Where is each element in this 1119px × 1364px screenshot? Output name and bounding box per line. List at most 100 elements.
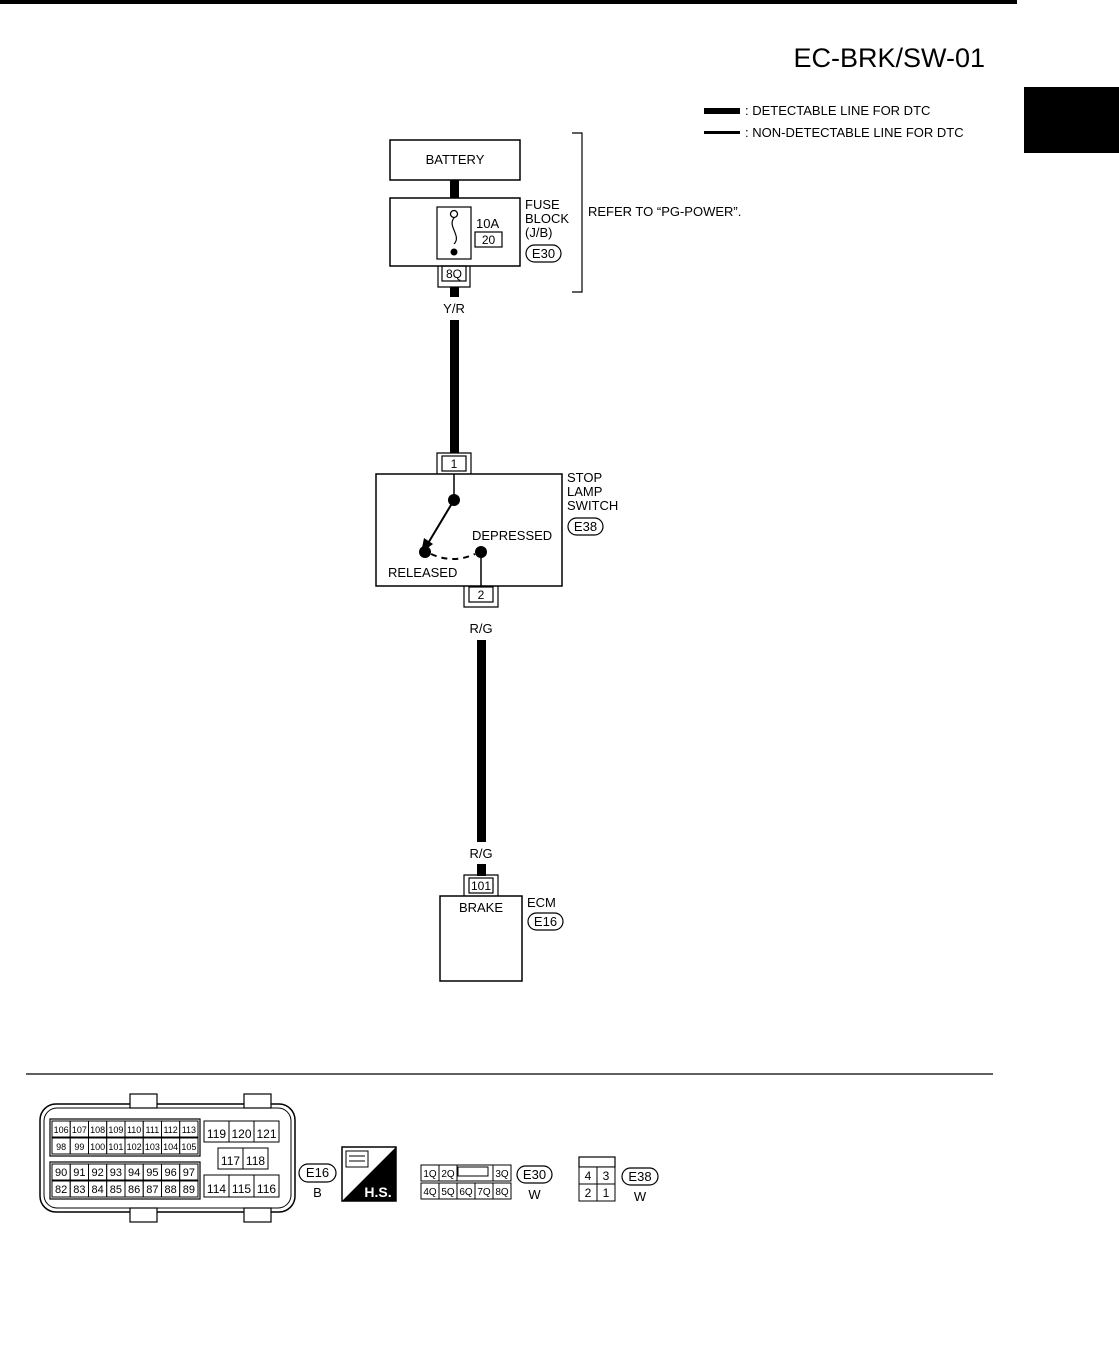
hs-badge-fill	[342, 1147, 396, 1201]
switch-depressed-label: DEPRESSED	[472, 528, 552, 543]
fuse-number-box	[474, 231, 503, 248]
connector-e30-key	[457, 1166, 489, 1177]
connector-e38-pin-label: 4	[585, 1169, 592, 1183]
connector-e16-id: E16	[306, 1165, 329, 1180]
fuse-terminal-8q: 8Q	[446, 267, 462, 281]
wire-color-rg-top: R/G	[469, 621, 492, 636]
stop-lamp-switch-box	[375, 473, 563, 587]
connector-e16-latch-bottom-right	[243, 1207, 272, 1223]
connector-e16-badge	[298, 1163, 337, 1183]
battery-box	[389, 139, 521, 181]
connector-e16-pin-label: 86	[128, 1184, 140, 1196]
fuse-icon	[451, 217, 457, 245]
connector-e30-pin-label: 3Q	[495, 1169, 509, 1180]
switch-blade	[426, 499, 455, 546]
legend-non-detectable-label: : NON-DETECTABLE LINE FOR DTC	[745, 125, 964, 140]
ecm-connector-id: E16	[534, 914, 557, 929]
connector-e16-latch-bottom-left	[129, 1207, 158, 1223]
connector-e16-pin-label: 106	[54, 1125, 69, 1135]
connector-e16-pin-label: 116	[257, 1182, 276, 1196]
connector-e16-block-a	[49, 1118, 201, 1157]
connector-e16-latch-top-right	[243, 1093, 272, 1109]
connector-e16-pin-label: 117	[221, 1154, 240, 1168]
connector-e16-color: B	[313, 1185, 322, 1200]
connector-e16-cell	[179, 1163, 199, 1181]
wire-color-rg-bottom: R/G	[469, 846, 492, 861]
wire-yr-stub	[450, 287, 459, 297]
connector-icon	[345, 1150, 369, 1168]
connector-e16-pin-label: 87	[146, 1184, 158, 1196]
connector-e30-pin-label: 5Q	[441, 1187, 455, 1198]
connector-e38-color: W	[634, 1189, 647, 1204]
wire-rg-stub	[477, 864, 486, 876]
connector-e16-pin-label: 120	[231, 1127, 251, 1141]
connector-e16-pin-label: 105	[181, 1142, 196, 1152]
connector-e16-pin-label: 84	[92, 1184, 104, 1196]
switch-terminal-2: 2	[478, 588, 485, 602]
connector-e16-pin-label: 82	[55, 1184, 67, 1196]
connector-e16-pin-label: 107	[72, 1125, 87, 1135]
connector-e30-pin-label: 2Q	[441, 1169, 455, 1180]
ecm-label: ECM	[527, 895, 556, 910]
switch-connector-badge	[567, 517, 604, 536]
connector-e16-pin-label: 121	[256, 1127, 276, 1141]
connector-e38-pin-label: 2	[585, 1186, 592, 1200]
ecm-box	[439, 895, 523, 982]
switch-label-3: SWITCH	[567, 498, 618, 513]
ecm-terminal-101: 101	[471, 879, 491, 893]
connector-e30-pin-label: 1Q	[423, 1169, 437, 1180]
fuse-block-connector-badge	[525, 244, 562, 263]
refer-bracket	[572, 132, 583, 293]
connector-e30-pin-label: 6Q	[459, 1187, 473, 1198]
connector-e16-pin-label: 115	[232, 1182, 251, 1196]
switch-terminal-2-bracket	[463, 586, 499, 608]
fuse-number: 20	[482, 233, 496, 247]
connector-e16-pin-label: 103	[145, 1142, 160, 1152]
connector-e16-pin-label: 102	[127, 1142, 142, 1152]
connector-e16-pin-label: 89	[183, 1184, 195, 1196]
connector-e30-pin-label: 4Q	[423, 1187, 437, 1198]
wire-yr	[450, 320, 459, 453]
connector-e16-pin-label: 90	[55, 1167, 67, 1179]
connector-e16-pin-label: 104	[163, 1142, 178, 1152]
connector-e16-pin-label: 100	[90, 1142, 105, 1152]
connector-e16-pin-label: 92	[92, 1167, 104, 1179]
connector-e30-id: E30	[523, 1167, 546, 1182]
connector-e16-pin-label: 109	[108, 1125, 123, 1135]
connector-e16-cell	[253, 1174, 280, 1198]
connector-e30-pin-label: 7Q	[477, 1187, 491, 1198]
switch-label-1: STOP	[567, 470, 602, 485]
connector-e16-pin-label: 97	[183, 1167, 195, 1179]
connector-e38-pin-label: 1	[603, 1186, 610, 1200]
switch-travel-path	[430, 553, 476, 560]
connector-e16-pin-label: 98	[56, 1142, 66, 1152]
fuse-block-label-3: (J/B)	[525, 225, 552, 240]
legend-detectable-swatch	[704, 108, 740, 114]
wire-color-yr: Y/R	[443, 301, 465, 316]
connector-e16-pin-label: 118	[246, 1154, 265, 1168]
hs-badge-label: H.S.	[364, 1184, 391, 1200]
switch-label-2: LAMP	[567, 484, 602, 499]
connector-e38-cell	[596, 1183, 616, 1202]
connector-e16-cell	[179, 1137, 199, 1155]
top-border	[0, 0, 1017, 4]
legend: : DETECTABLE LINE FOR DTC : NON-DETECTAB…	[704, 103, 964, 140]
connector-e16-pin-label: 83	[73, 1184, 85, 1196]
connector-e16-pin-label: 99	[74, 1142, 84, 1152]
wire-rg	[477, 640, 486, 842]
switch-terminal-2-box	[468, 586, 494, 603]
connector-e16-pin-label: 91	[73, 1167, 85, 1179]
connector-e16-pin-label: 110	[127, 1125, 141, 1135]
connector-e38-pin-label: 3	[603, 1169, 610, 1183]
connector-e16-pin-label: 93	[110, 1167, 122, 1179]
connector-e16-pin-label: 96	[165, 1167, 177, 1179]
ecm-terminal-bracket	[463, 874, 499, 896]
connector-e16-latch-top-left	[129, 1093, 158, 1109]
switch-terminal-1-box	[441, 455, 467, 472]
connector-e38-badge	[621, 1167, 659, 1186]
connector-e16-pin-label: 111	[146, 1125, 160, 1135]
